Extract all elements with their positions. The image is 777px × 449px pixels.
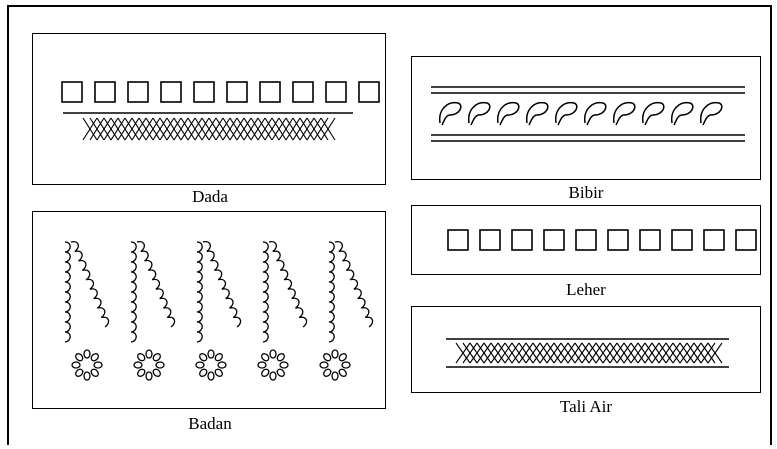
- panel-bibir: [411, 56, 761, 180]
- square-motif: [226, 81, 248, 103]
- vine-motif: [70, 241, 110, 328]
- bibir-motif: [431, 86, 745, 142]
- leaf-motif: [439, 101, 462, 126]
- vine-motif: [334, 241, 374, 328]
- flower-motif: [133, 349, 165, 381]
- vine-motif: [64, 241, 71, 343]
- caption-dada: Dada: [192, 187, 228, 206]
- vine-motif: [196, 241, 203, 343]
- leaf-motif: [700, 101, 723, 126]
- caption-leher: Leher: [566, 280, 606, 299]
- leaf-motif: [584, 101, 607, 126]
- panel-tali-air: [411, 306, 761, 393]
- square-motif: [671, 229, 693, 251]
- square-motif: [575, 229, 597, 251]
- leaf-motif: [613, 101, 636, 126]
- square-motif: [127, 81, 149, 103]
- square-motif: [61, 81, 83, 103]
- square-motif: [160, 81, 182, 103]
- vine-motif: [328, 241, 335, 343]
- vine-motif: [130, 241, 137, 343]
- leaf-motif: [671, 101, 694, 126]
- square-motif: [479, 229, 501, 251]
- vine-motif: [136, 241, 176, 328]
- square-motif: [543, 229, 565, 251]
- cross-band: [455, 342, 723, 364]
- leaf-motif: [642, 101, 665, 126]
- vine-motif: [262, 241, 269, 343]
- leaf-motif: [526, 101, 549, 126]
- tali-air-motif: [446, 338, 729, 368]
- flower-motif: [257, 349, 289, 381]
- caption-tali-air: Tali Air: [559, 397, 613, 416]
- square-motif: [639, 229, 661, 251]
- vine-motif: [202, 241, 242, 328]
- leher-motif: [447, 229, 757, 251]
- flower-motif: [71, 349, 103, 381]
- square-motif: [259, 81, 281, 103]
- leaf-motif: [555, 101, 578, 126]
- square-motif: [193, 81, 215, 103]
- square-motif: [358, 81, 380, 103]
- square-motif: [94, 81, 116, 103]
- flower-motif: [195, 349, 227, 381]
- leaf-motif: [468, 101, 491, 126]
- flower-motif: [319, 349, 351, 381]
- panel-badan: [32, 211, 386, 409]
- badan-motif: [64, 241, 374, 381]
- caption-badan: Badan: [188, 414, 232, 433]
- leaf-motif: [497, 101, 520, 126]
- square-motif: [735, 229, 757, 251]
- panel-dada: [32, 33, 386, 185]
- square-motif: [703, 229, 725, 251]
- caption-bibir: Bibir: [568, 183, 604, 202]
- vine-motif: [268, 241, 308, 328]
- figure-frame: [7, 5, 772, 445]
- square-motif: [447, 229, 469, 251]
- square-motif: [607, 229, 629, 251]
- square-motif: [511, 229, 533, 251]
- cross-band: [82, 117, 336, 141]
- panel-leher: [411, 205, 761, 275]
- dada-motif: [61, 81, 380, 141]
- square-motif: [292, 81, 314, 103]
- square-motif: [325, 81, 347, 103]
